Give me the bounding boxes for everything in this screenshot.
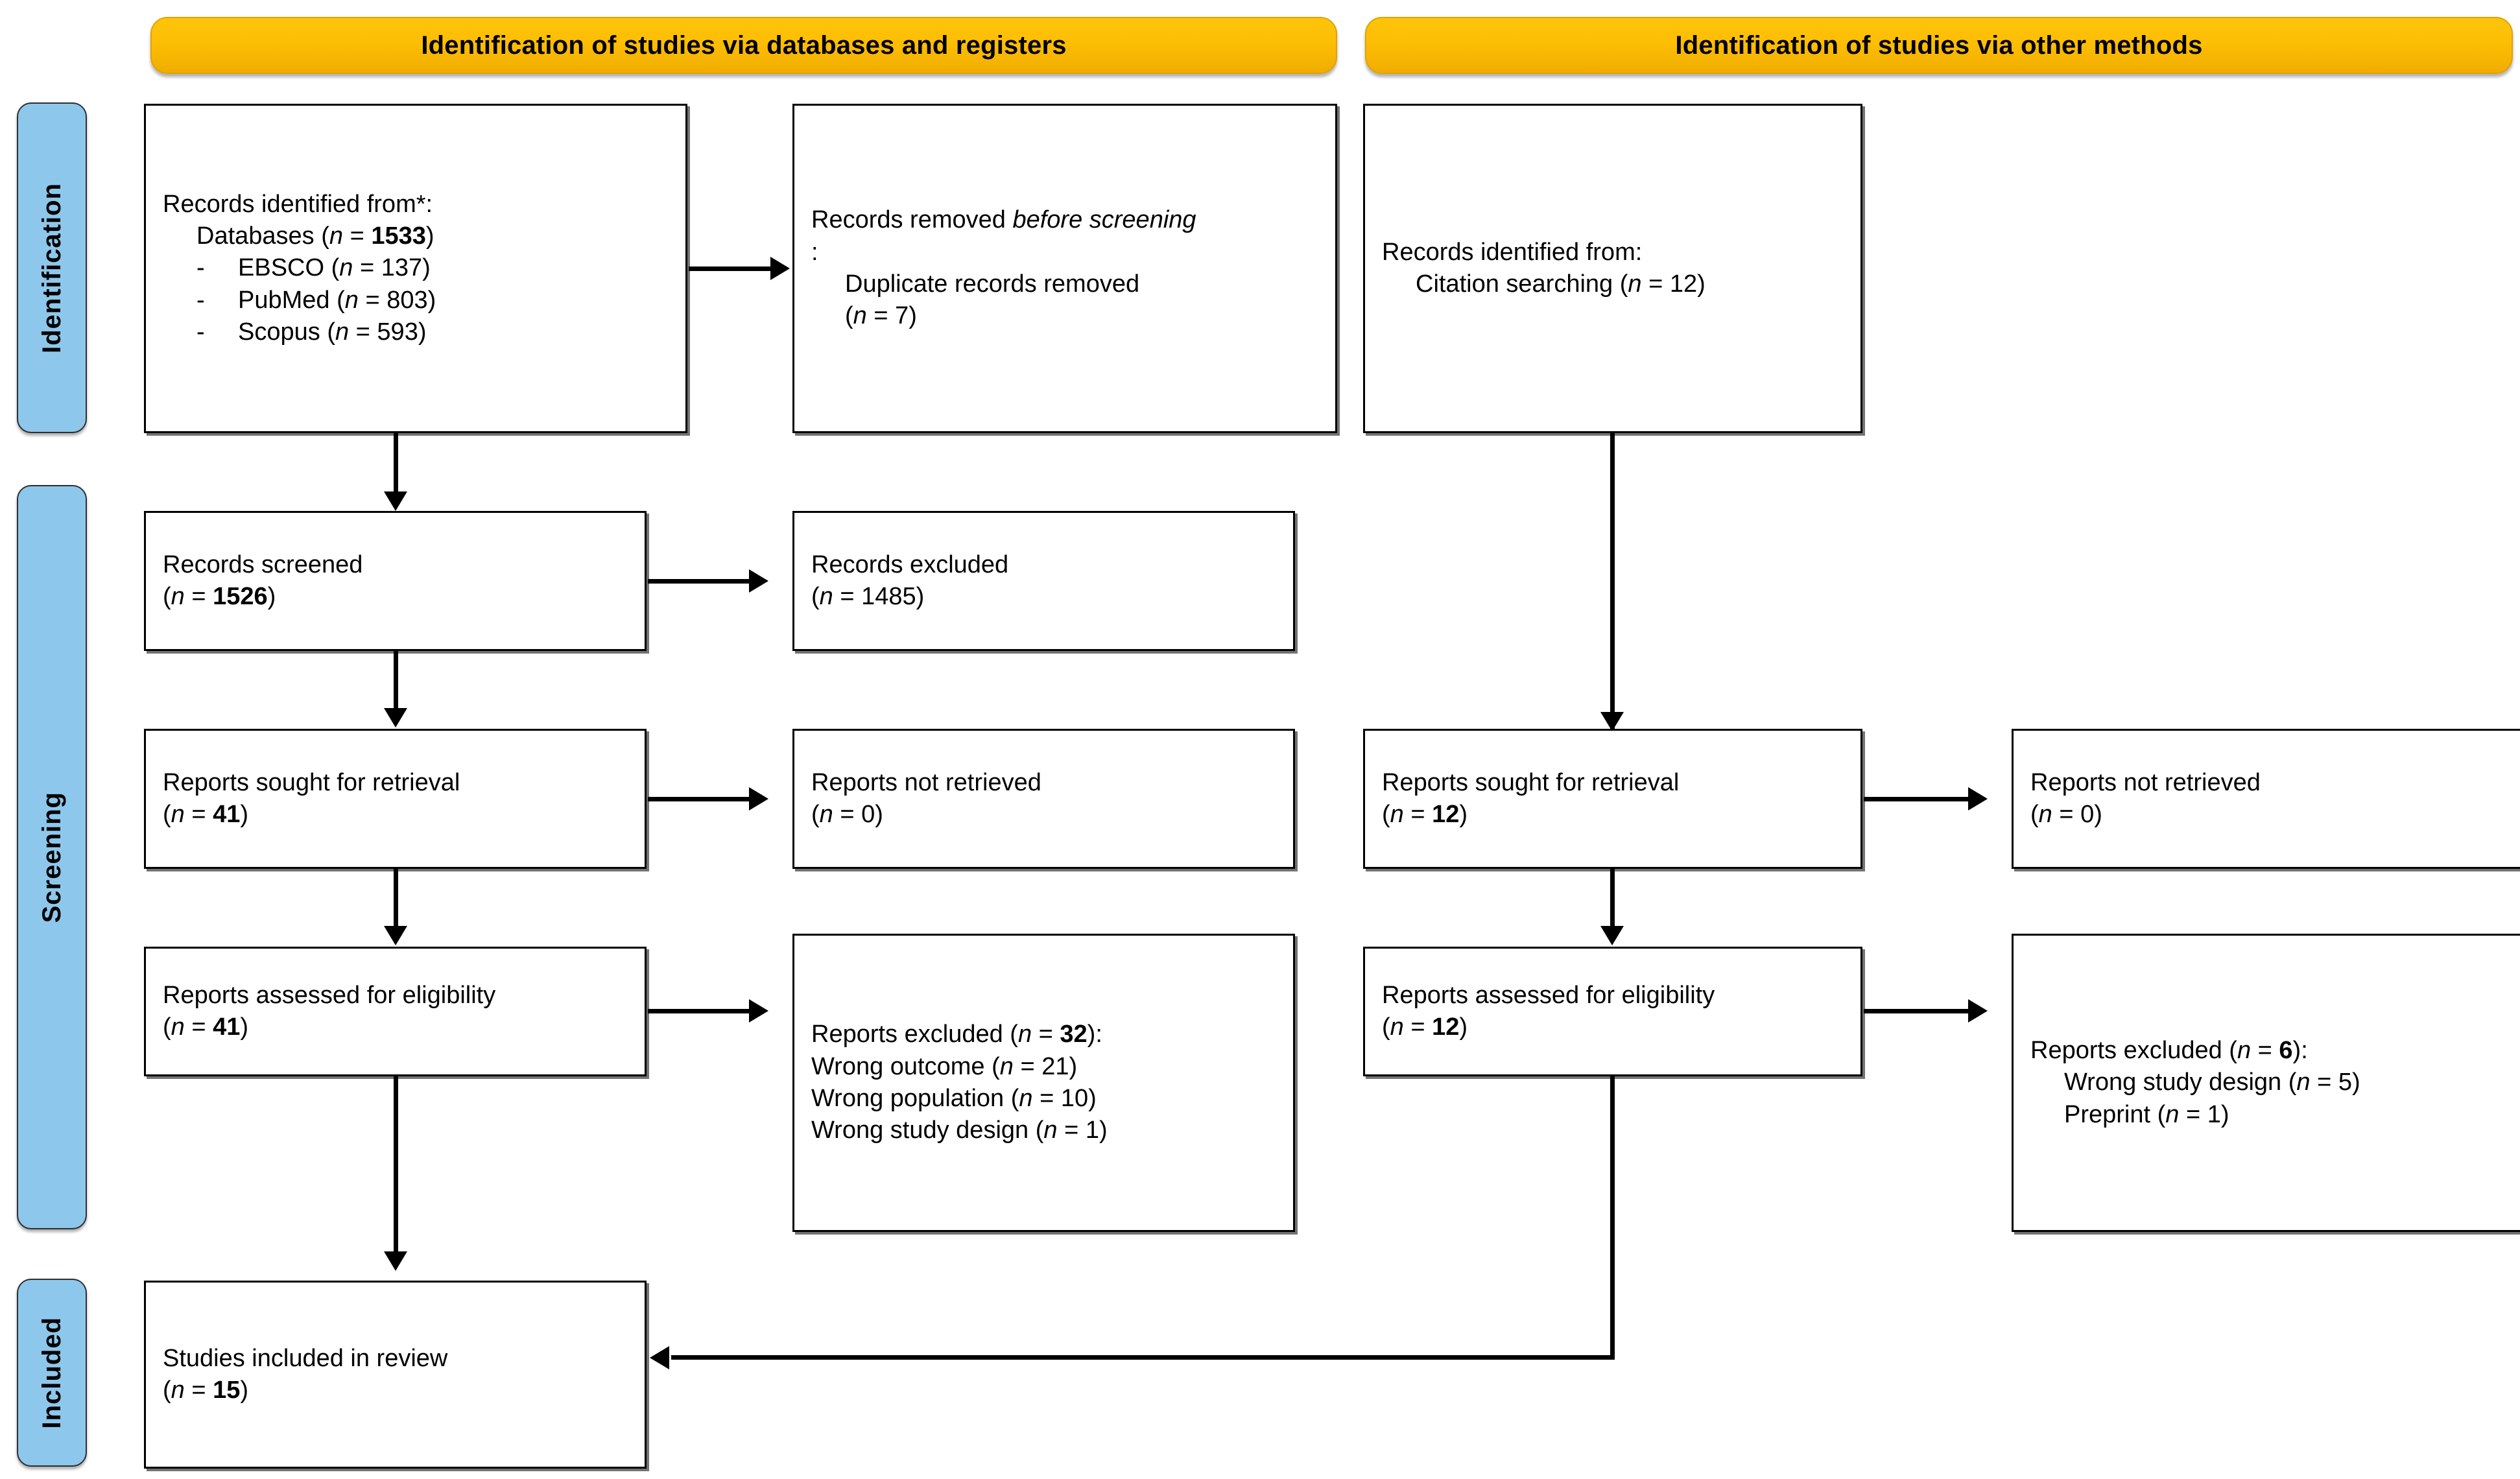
reports-excluded-right-reason: Wrong study design (n = 5) (2064, 1069, 2360, 1096)
box-records-identified-other-methods: Records identified from: Citation search… (1363, 104, 1862, 433)
connector-sought-to-notretrieved-right (1864, 797, 1971, 801)
reports-excluded-right-title: Reports excluded (n = 6): (2030, 1036, 2308, 1064)
box-reports-excluded-right: Reports excluded (n = 6): Wrong study de… (2012, 934, 2520, 1232)
arrow-left-icon (650, 1346, 669, 1369)
arrow-right-icon (770, 257, 790, 280)
records-removed-title-cont: : (811, 238, 818, 266)
records-removed-count: (n = 7) (845, 302, 917, 330)
reports-sought-left-count: (n = 41) (163, 801, 249, 828)
connector-sought-left-down (394, 869, 398, 940)
arrow-down-icon (384, 708, 407, 728)
connector-identified-to-removed (689, 266, 773, 271)
phase-label-identification: Identification (17, 102, 87, 433)
connector-screened-down (394, 651, 398, 722)
reports-not-retrieved-left-count: (n = 0) (811, 801, 883, 828)
phase-screening-text: Screening (37, 791, 66, 923)
records-identified-source: -Scopus (n = 593) (163, 316, 669, 348)
box-reports-assessed-right: Reports assessed for eligibility (n = 12… (1363, 947, 1862, 1076)
banner-other-methods-label: Identification of studies via other meth… (1675, 30, 2203, 60)
reports-excluded-left-reason: Wrong study design (n = 1) (811, 1117, 1108, 1144)
connector-sought-to-notretrieved-left (648, 797, 752, 801)
arrow-down-icon (384, 1251, 407, 1271)
connector-sought-right-down (1610, 869, 1615, 940)
connector-right-to-studies-included (671, 1355, 1615, 1360)
box-records-excluded: Records excluded (n = 1485) (792, 511, 1295, 651)
reports-excluded-right-reason: Preprint (n = 1) (2064, 1100, 2229, 1128)
reports-assessed-left-title: Reports assessed for eligibility (163, 981, 496, 1009)
records-identified-source: -EBSCO (n = 137) (163, 252, 669, 284)
arrow-right-icon (749, 569, 768, 593)
dash-bullet-icon: - (196, 286, 205, 314)
box-reports-sought-right: Reports sought for retrieval (n = 12) (1363, 729, 1862, 869)
box-reports-sought-left: Reports sought for retrieval (n = 41) (144, 729, 647, 869)
studies-included-count: (n = 15) (163, 1377, 249, 1404)
records-identified-other-title: Records identified from: (1382, 238, 1643, 266)
arrow-down-icon (384, 491, 407, 511)
phase-label-included: Included (17, 1279, 87, 1467)
records-identified-databases: Databases (n = 1533) (196, 222, 434, 250)
dash-bullet-icon: - (196, 318, 205, 346)
reports-not-retrieved-right-title: Reports not retrieved (2030, 768, 2261, 796)
connector-other-identified-down (1610, 433, 1615, 729)
box-reports-not-retrieved-left: Reports not retrieved (n = 0) (792, 729, 1295, 869)
arrow-right-icon (1968, 787, 1988, 810)
reports-assessed-right-count: (n = 12) (1382, 1013, 1468, 1041)
box-reports-excluded-left: Reports excluded (n = 32): Wrong outcome… (792, 934, 1295, 1232)
box-records-removed-before-screening: Records removed before screening : Dupli… (792, 104, 1337, 433)
connector-identified-down (394, 433, 398, 506)
records-screened-count: (n = 1526) (163, 583, 276, 610)
reports-not-retrieved-left-title: Reports not retrieved (811, 768, 1041, 796)
reports-excluded-left-reason: Wrong outcome (n = 21) (811, 1052, 1078, 1080)
records-identified-source: -PubMed (n = 803) (163, 285, 669, 316)
reports-assessed-left-count: (n = 41) (163, 1013, 249, 1041)
box-records-identified-databases: Records identified from*: Databases (n =… (144, 104, 687, 433)
phase-label-screening: Screening (17, 485, 87, 1229)
records-excluded-count: (n = 1485) (811, 583, 925, 610)
reports-excluded-left-title: Reports excluded (n = 32): (811, 1021, 1102, 1048)
banner-databases-registers: Identification of studies via databases … (150, 17, 1337, 74)
arrow-down-icon (1600, 712, 1624, 731)
records-identified-title: Records identified from*: (163, 190, 433, 218)
reports-sought-left-title: Reports sought for retrieval (163, 768, 460, 796)
arrow-right-icon (749, 787, 768, 810)
reports-sought-right-title: Reports sought for retrieval (1382, 768, 1680, 796)
reports-not-retrieved-right-count: (n = 0) (2030, 801, 2102, 828)
records-removed-item: Duplicate records removed (845, 270, 1140, 298)
arrow-down-icon (1600, 926, 1624, 945)
box-records-screened: Records screened (n = 1526) (144, 511, 647, 651)
box-reports-not-retrieved-right: Reports not retrieved (n = 0) (2012, 729, 2520, 869)
phase-included-text: Included (37, 1316, 66, 1429)
connector-assessed-right-down (1610, 1076, 1615, 1360)
box-studies-included: Studies included in review (n = 15) (144, 1281, 647, 1469)
reports-sought-right-count: (n = 12) (1382, 801, 1468, 828)
records-excluded-title: Records excluded (811, 550, 1009, 578)
reports-excluded-left-reason: Wrong population (n = 10) (811, 1085, 1097, 1112)
connector-assessed-left-down (394, 1076, 398, 1264)
arrow-right-icon (749, 999, 768, 1023)
banner-other-methods: Identification of studies via other meth… (1365, 17, 2513, 74)
reports-assessed-right-title: Reports assessed for eligibility (1382, 981, 1715, 1009)
connector-screened-to-excluded (648, 579, 752, 584)
records-screened-title: Records screened (163, 550, 363, 578)
arrow-down-icon (384, 926, 407, 945)
phase-identification-text: Identification (37, 182, 66, 353)
records-identified-other-item: Citation searching (n = 12) (1416, 270, 1706, 298)
arrow-right-icon (1968, 999, 1988, 1023)
connector-assessed-to-excluded-right (1864, 1009, 1971, 1013)
dash-bullet-icon: - (196, 254, 205, 282)
records-removed-title: Records removed before screening (811, 206, 1196, 234)
connector-assessed-to-excluded-left (648, 1009, 752, 1013)
banner-databases-label: Identification of studies via databases … (421, 30, 1067, 60)
studies-included-title: Studies included in review (163, 1344, 448, 1372)
box-reports-assessed-left: Reports assessed for eligibility (n = 41… (144, 947, 647, 1076)
